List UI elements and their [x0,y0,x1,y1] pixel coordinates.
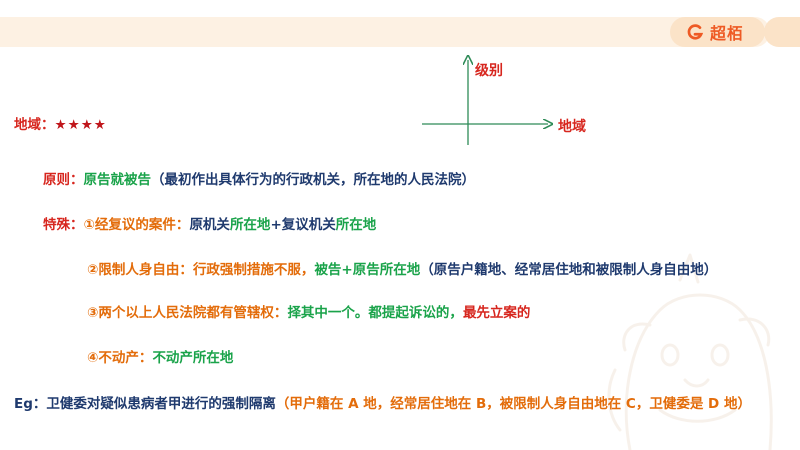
special-item-2-text-c: （原告户籍地、经常居住地和被限制人身自由地） [420,262,718,278]
special-item-2-text-b: 被告+原告所在地 [314,262,421,278]
special-item-4: ④不动产：不动产所在地 [87,349,233,367]
importance-label: 地域： [14,117,55,133]
principle-line: 原则：原告就被告（最初作出具体行为的行政机关，所在地的人民法院） [43,171,475,189]
special-item-4-title: ④不动产： [87,350,153,366]
principle-label: 原则： [43,172,84,188]
x-axis-label: 地域 [558,119,586,135]
importance-stars: ★★★★ [54,117,107,133]
header-tail [764,17,800,47]
special-item-1-text-b: 所在地 [229,217,271,233]
importance-line: 地域：★★★★ [14,116,107,134]
special-item-2-text-a: 行政强制措施不服， [192,262,315,278]
special-item-3: ③两个以上人民法院都有管辖权：择其中一个。都提起诉讼的，最先立案的 [87,304,530,322]
special-item-3-text-b: 最先立案的 [462,305,531,321]
brand: 超栢 [686,21,744,43]
special-item-4-text-a: 不动产所在地 [152,350,234,366]
example-main: 卫健委对疑似患病者甲进行的强制隔离 [46,396,276,412]
special-item-3-title: ③两个以上人民法院都有管辖权： [87,305,288,321]
brand-logo-icon [687,24,704,40]
example-detail: （甲户籍在 A 地，经常居住地在 B，被限制人身自由地在 C，卫健委是 D 地） [275,396,751,412]
special-item-3-text-a: 择其中一个。都提起诉讼的， [287,305,463,321]
example-line: Eg：卫健委对疑似患病者甲进行的强制隔离（甲户籍在 A 地，经常居住地在 B，被… [14,395,751,413]
mascot-watermark [607,253,773,450]
principle-main: 原告就被告 [83,172,152,188]
special-item-1-text-c: +复议机关 [270,217,336,233]
special-item-2: ②限制人身自由：行政强制措施不服，被告+原告所在地（原告户籍地、经常居住地和被限… [87,261,717,279]
special-item-2-title: ②限制人身自由： [87,262,193,278]
brand-name: 超栢 [710,24,745,43]
header-bar [0,17,770,47]
special-item-1: 特殊：①经复议的案件：原机关所在地+复议机关所在地 [43,216,376,234]
special-item-1-text-d: 所在地 [335,217,377,233]
y-axis-label: 级别 [475,63,503,79]
special-item-1-text-a: 原机关 [189,217,230,233]
special-item-1-title: ①经复议的案件： [83,217,190,233]
principle-detail: （最初作出具体行为的行政机关，所在地的人民法院） [151,172,475,188]
special-label: 特殊： [43,217,84,233]
example-label: Eg： [14,396,47,412]
header-brand-pill [670,17,765,47]
axis-diagram [422,55,560,145]
